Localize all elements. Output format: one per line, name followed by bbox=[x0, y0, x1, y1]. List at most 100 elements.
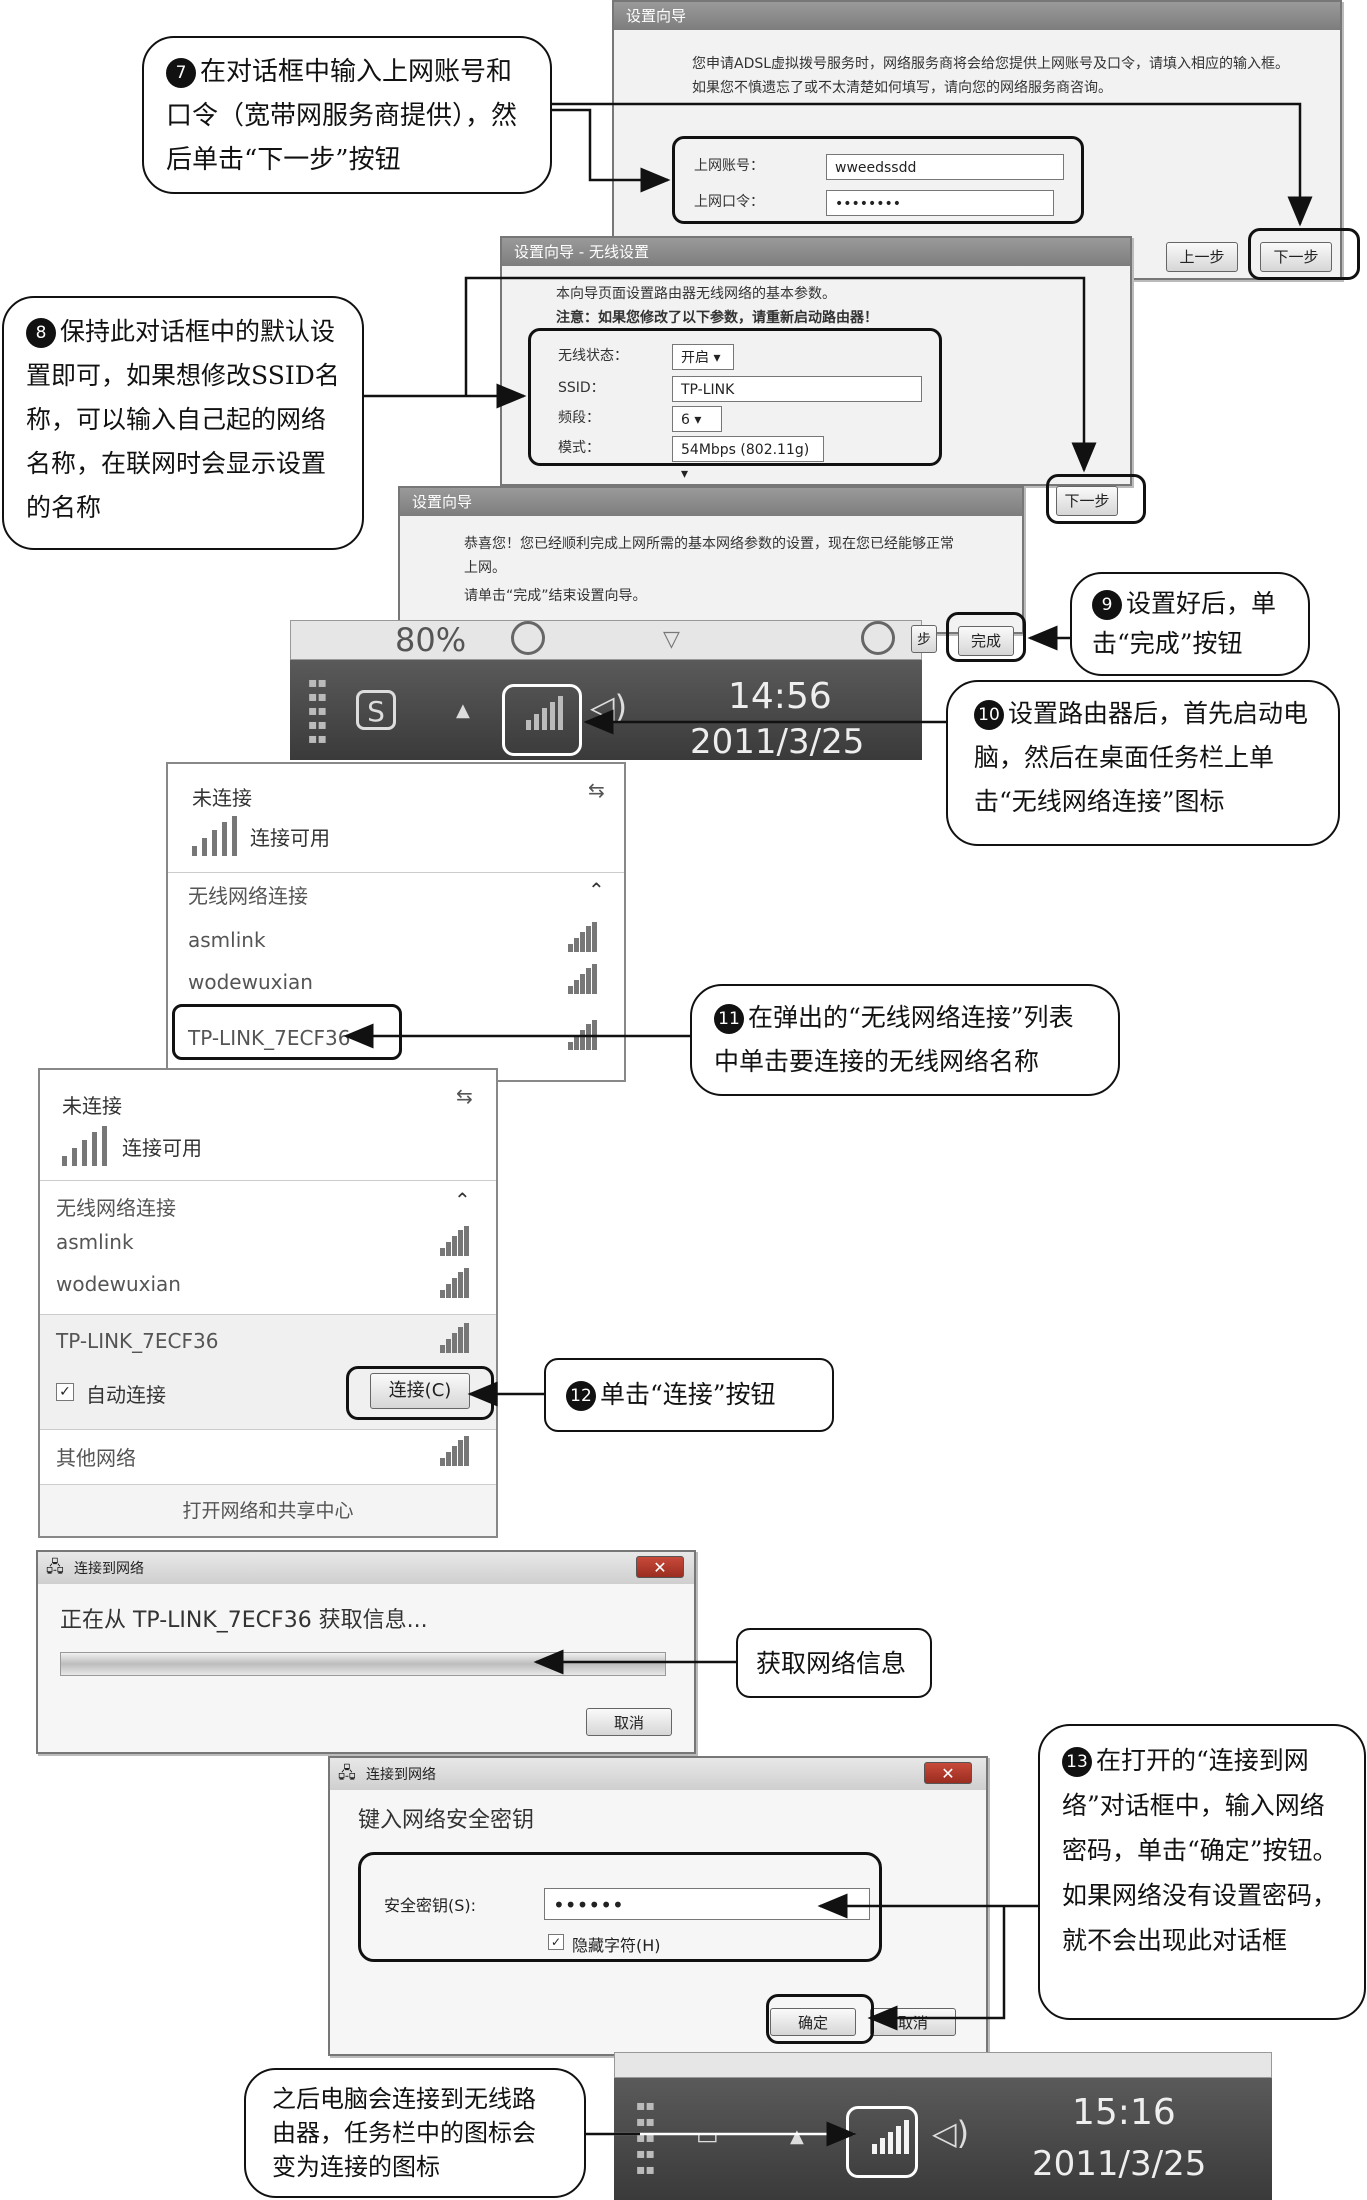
callout-text: 在弹出的“无线网络连接”列表中单击要连接的无线网络名称 bbox=[714, 1003, 1074, 1076]
taskbar-connected: ▪▪▪▪▪▪▪▪▪▪ ▭ ▲ ◁) 15:16 2011/3/25 bbox=[614, 2078, 1272, 2200]
callout-text: 保持此对话框中的默认设置即可，如果想修改SSID名称，可以输入自己起的网络名称，… bbox=[26, 317, 340, 522]
hide-chars-label: 隐藏字符(H) bbox=[572, 1936, 661, 1955]
callout-text: 之后电脑会连接到无线路由器，任务栏中的图标会变为连接的图标 bbox=[272, 2085, 536, 2181]
cancel-button[interactable]: 取消 bbox=[586, 1708, 672, 1736]
hide-chars-checkbox[interactable]: ✓ bbox=[548, 1934, 564, 1950]
next-button[interactable]: 下一步 bbox=[1260, 242, 1332, 272]
network-wodewuxian[interactable]: wodewuxian bbox=[188, 970, 313, 994]
callout-final: 之后电脑会连接到无线路由器，任务栏中的图标会变为连接的图标 bbox=[244, 2068, 586, 2198]
password-input[interactable]: •••••••• bbox=[826, 190, 1054, 216]
account-input[interactable]: wweedssdd bbox=[826, 154, 1064, 180]
ok-button[interactable]: 确定 bbox=[770, 2008, 856, 2036]
channel-value: 6 bbox=[681, 412, 690, 428]
wizard-intro-text: 您申请ADSL虚拟拨号服务时，网络服务商将会给您提供上网账号及口令，请填入相应的… bbox=[692, 56, 1290, 96]
key-heading: 键入网络安全密钥 bbox=[358, 1808, 535, 1833]
dialog-title-bar: 🖧 连接到网络 ✕ bbox=[38, 1552, 694, 1584]
network-wodewuxian[interactable]: wodewuxian bbox=[56, 1272, 181, 1296]
highlight-account-fields bbox=[672, 136, 1084, 224]
ssid-input[interactable]: TP-LINK bbox=[672, 376, 922, 402]
show-hidden-icons-icon[interactable]: ▲ bbox=[456, 700, 470, 721]
status-not-connected: 未连接 bbox=[192, 786, 252, 810]
dialog-title: 设置向导 bbox=[614, 2, 1340, 30]
network-tp-link[interactable]: TP-LINK_7ECF36 bbox=[56, 1329, 219, 1353]
progress-bar bbox=[60, 1652, 666, 1676]
highlight-network-name bbox=[172, 1004, 402, 1060]
network-asmlink[interactable]: asmlink bbox=[188, 928, 266, 952]
battery-icon: ▭ bbox=[696, 2122, 719, 2150]
step-number: 13 bbox=[1062, 1747, 1092, 1777]
toolbar-strip: 80% ▽ 步 bbox=[290, 620, 937, 660]
wireless-intro: 本向导页面设置路由器无线网络的基本参数。 bbox=[556, 286, 836, 302]
highlight-wireless-next bbox=[1046, 474, 1146, 524]
collapse-icon[interactable]: ⌃ bbox=[588, 878, 605, 902]
mode-value: 54Mbps (802.11g) bbox=[681, 442, 810, 458]
help-icon[interactable] bbox=[861, 621, 895, 655]
callout-text: 设置路由器后，首先启动电脑，然后在桌面任务栏上单击“无线网络连接”图标 bbox=[974, 699, 1309, 816]
arrow-step8-next bbox=[464, 276, 1097, 473]
selected-network-panel[interactable]: TP-LINK_7ECF36 ✓ 自动连接 连接(C) bbox=[40, 1314, 496, 1430]
status-not-connected: 未连接 bbox=[62, 1094, 122, 1118]
step-number: 10 bbox=[974, 700, 1004, 730]
signal-icon bbox=[62, 1126, 114, 1166]
finish-congrats: 恭喜您！您已经顺利完成上网所需的基本网络参数的设置，现在您已经能够正常上网。 bbox=[464, 536, 954, 576]
clock-date: 2011/3/25 bbox=[1032, 2144, 1207, 2184]
connect-button[interactable]: 连接(C) bbox=[370, 1373, 470, 1409]
network-icon: 🖧 bbox=[46, 1557, 64, 1576]
pin-icon[interactable]: ▽ bbox=[663, 627, 680, 652]
collapse-icon[interactable]: ⌃ bbox=[454, 1188, 471, 1212]
other-networks[interactable]: 其他网络 bbox=[56, 1446, 136, 1470]
dialog-title: 设置向导 - 无线设置 bbox=[502, 238, 1130, 266]
connections-available: 连接可用 bbox=[250, 826, 330, 850]
finish-button[interactable]: 完成 bbox=[958, 626, 1014, 656]
refresh-icon[interactable]: ⇆ bbox=[588, 778, 605, 802]
network-tp-link[interactable]: TP-LINK_7ECF36 bbox=[188, 1026, 351, 1050]
connections-available: 连接可用 bbox=[122, 1136, 202, 1160]
status-select[interactable]: 开启 ▾ bbox=[672, 344, 734, 370]
callout-text: 在打开的“连接到网络”对话框中，输入网络密码，单击“确定”按钮。如果网络没有设置… bbox=[1062, 1746, 1338, 1955]
callout-text: 获取网络信息 bbox=[756, 1649, 907, 1678]
mode-label: 模式： bbox=[558, 440, 600, 456]
step-number: 7 bbox=[166, 58, 196, 88]
volume-icon[interactable]: ◁) bbox=[932, 2114, 970, 2152]
input-method-icon[interactable]: S bbox=[356, 690, 396, 730]
refresh-icon[interactable]: ⇆ bbox=[456, 1084, 473, 1108]
step-number: 8 bbox=[26, 318, 56, 348]
clock-date: 2011/3/25 bbox=[690, 722, 865, 762]
back-button-partial[interactable]: 步 bbox=[911, 625, 937, 653]
network-asmlink[interactable]: asmlink bbox=[56, 1230, 134, 1254]
grip-icon: ▪▪▪▪▪▪▪▪▪▪ bbox=[308, 675, 327, 747]
minus-icon[interactable] bbox=[511, 621, 545, 655]
wifi-connected-icon[interactable] bbox=[870, 2118, 914, 2154]
wifi-connect-popup: 未连接 ⇆ 连接可用 无线网络连接 ⌃ asmlink wodewuxian T… bbox=[38, 1068, 498, 1538]
close-icon[interactable]: ✕ bbox=[924, 1762, 972, 1784]
section-wireless-connections: 无线网络连接 bbox=[56, 1196, 176, 1220]
open-center-label: 打开网络和共享中心 bbox=[182, 1500, 354, 1522]
signal-icon bbox=[440, 1268, 470, 1298]
prev-button[interactable]: 上一步 bbox=[1166, 242, 1238, 272]
show-hidden-icons-icon[interactable]: ▲ bbox=[790, 2126, 804, 2147]
signal-icon bbox=[440, 1436, 470, 1466]
close-icon[interactable]: ✕ bbox=[636, 1556, 684, 1578]
channel-select[interactable]: 6 ▾ bbox=[672, 406, 722, 432]
account-label: 上网账号： bbox=[694, 158, 764, 174]
wifi-list-popup: 未连接 ⇆ 连接可用 无线网络连接 ⌃ asmlink wodewuxian T… bbox=[166, 762, 626, 1082]
channel-label: 频段： bbox=[558, 410, 600, 426]
wireless-next-button[interactable]: 下一步 bbox=[1056, 486, 1118, 516]
status-value: 开启 bbox=[681, 350, 709, 366]
mode-select[interactable]: 54Mbps (802.11g) ▾ bbox=[672, 436, 824, 482]
arrow-step7-fields bbox=[552, 108, 671, 193]
auto-connect-checkbox[interactable]: ✓ bbox=[56, 1383, 74, 1401]
wifi-disconnected-icon[interactable] bbox=[522, 692, 570, 730]
finish-hint: 请单击“完成”结束设置向导。 bbox=[464, 588, 647, 604]
signal-icon bbox=[568, 964, 598, 994]
open-network-center-link[interactable]: 打开网络和共享中心 bbox=[40, 1484, 496, 1536]
highlight-next-button bbox=[1248, 228, 1360, 280]
security-key-input[interactable]: •••••• bbox=[544, 1888, 870, 1920]
clock-time: 15:16 bbox=[1072, 2092, 1176, 2133]
